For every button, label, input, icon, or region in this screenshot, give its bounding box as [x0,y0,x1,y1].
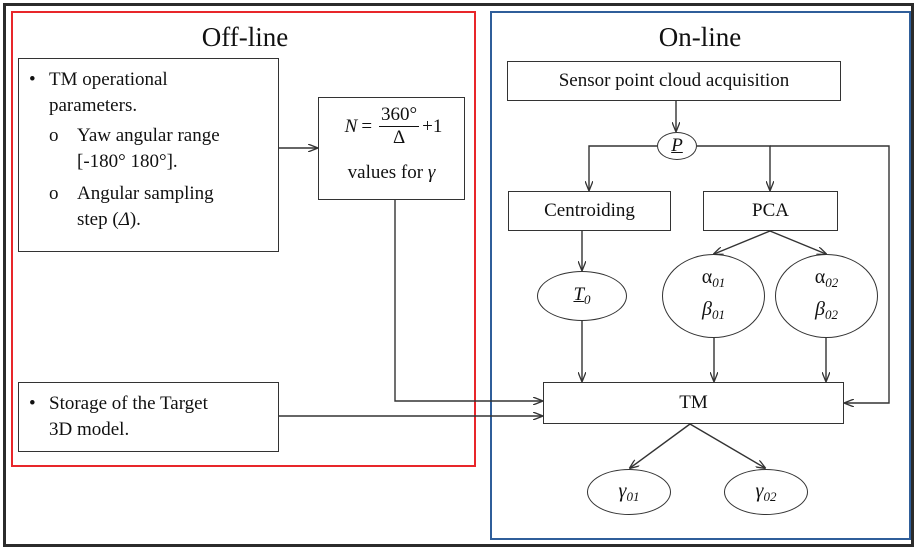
tm-parameters-box: • TM operational parameters. o Yaw angul… [18,58,279,252]
bullet-icon: • [29,393,36,414]
point-cloud-node: P [657,132,697,160]
arrow-tm-to-gamma02 [689,423,765,468]
circle-bullet-icon: o [49,183,59,204]
tm-box: TM [543,382,844,424]
online-panel [490,11,911,540]
arrow-p-to-centroiding [589,145,657,190]
sensor-acquisition-box: Sensor point cloud acquisition [507,61,841,101]
t0-node: T0 [537,271,627,321]
gamma-02-node: γ02 [724,469,808,515]
formula: N = 360° Δ +1 [344,104,443,148]
arrow-pca-to-ab02 [769,230,826,254]
outer-frame [3,3,914,547]
alpha-beta-01-node: α01 β01 [662,254,765,338]
circle-bullet-icon: o [49,125,59,146]
alpha-beta-02-node: α02 β02 [775,254,878,338]
arrow-p-to-tm [770,145,890,403]
centroiding-box: Centroiding [508,191,671,231]
bullet-icon: • [29,69,36,90]
formula-caption: values for γ [347,162,436,183]
storage-box: • Storage of the Target 3D model. [18,382,279,452]
offline-panel [11,11,476,467]
arrow-p-to-pca [697,145,770,190]
arrow-formula-to-tm [394,200,542,401]
offline-title: Off-line [201,22,289,52]
online-title: On-line [658,22,742,52]
gamma-01-node: γ01 [587,469,671,515]
arrow-tm-to-gamma01 [630,423,691,468]
arrow-pca-to-ab01 [714,230,771,254]
formula-box: N = 360° Δ +1 values for γ [318,97,465,200]
